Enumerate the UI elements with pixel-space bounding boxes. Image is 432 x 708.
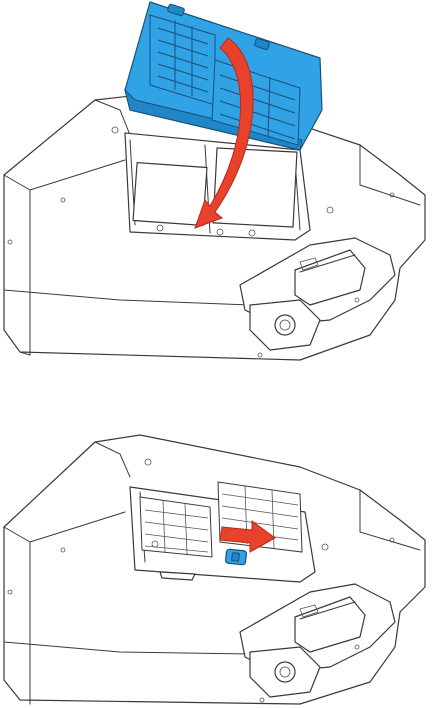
projector-top-view [0, 0, 432, 362]
projector-closed-view [0, 432, 432, 708]
latch-slider [225, 549, 246, 565]
filter-housing [125, 133, 310, 240]
step-attach-cover-illustration [0, 0, 432, 362]
step-slide-latch-illustration [0, 432, 432, 708]
